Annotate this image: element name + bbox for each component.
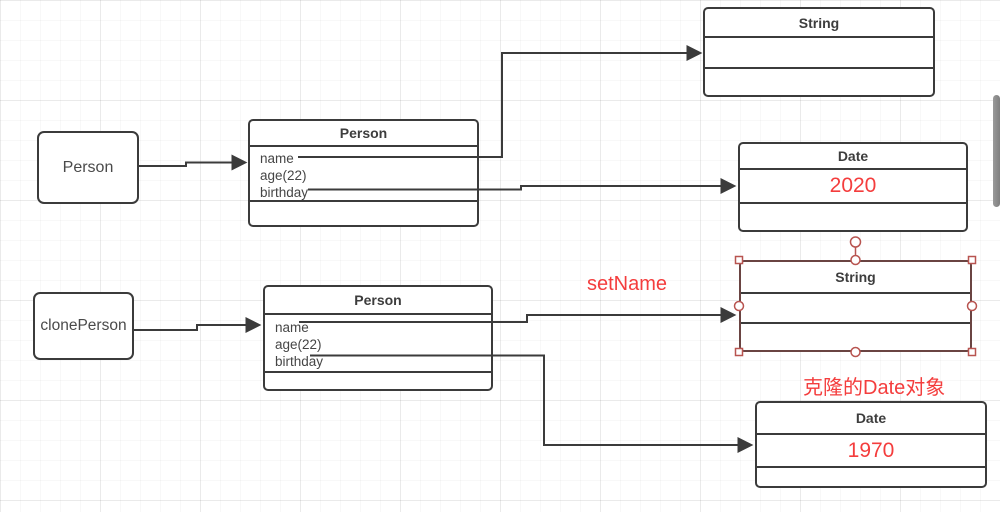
rotation-handle[interactable] [849,236,862,248]
class-box-string-top[interactable]: String [703,7,935,97]
class-fields: name age(22) birthday [250,147,477,202]
field-age: age(22) [260,168,307,183]
class-empty-compartment [740,204,966,230]
class-title: Person [250,121,477,147]
field-name: name [260,151,294,166]
annotation-setname[interactable]: setName [587,273,668,295]
annotation-clone-date[interactable]: 克隆的Date对象 [803,377,946,399]
class-box-string-selected[interactable]: String [739,260,972,352]
class-empty-compartment [705,38,933,69]
node-label: Person [62,158,114,176]
class-title: Date [757,403,985,435]
date-value: 2020 [740,170,966,204]
class-empty-compartment [741,294,970,324]
class-empty-compartment [741,324,970,350]
field-age: age(22) [275,337,322,352]
field-birthday: birthday [260,185,309,200]
class-empty-compartment [757,468,985,486]
class-box-date-2020[interactable]: Date 2020 [738,142,968,232]
field-name: name [275,320,309,335]
class-empty-compartment [250,202,477,225]
connector-clonepersonref-to-person2[interactable] [133,317,262,333]
node-cloneperson-reference[interactable]: clonePerson [33,292,134,360]
class-title: String [705,9,933,38]
class-box-date-1970[interactable]: Date 1970 [755,401,987,488]
class-empty-compartment [265,373,491,389]
node-person-reference[interactable]: Person [37,131,139,204]
connector-personref-to-person1[interactable] [138,154,248,171]
date-value: 1970 [757,435,985,468]
class-empty-compartment [705,69,933,95]
class-box-person-2[interactable]: Person name age(22) birthday [263,285,493,391]
node-label: clonePerson [40,317,127,334]
class-title: String [741,262,970,294]
field-birthday: birthday [275,354,324,369]
class-title: Person [265,287,491,315]
class-title: Date [740,144,966,170]
class-box-person-1[interactable]: Person name age(22) birthday [248,119,479,227]
class-fields: name age(22) birthday [265,315,491,373]
vertical-scrollbar-thumb[interactable] [993,95,1000,207]
